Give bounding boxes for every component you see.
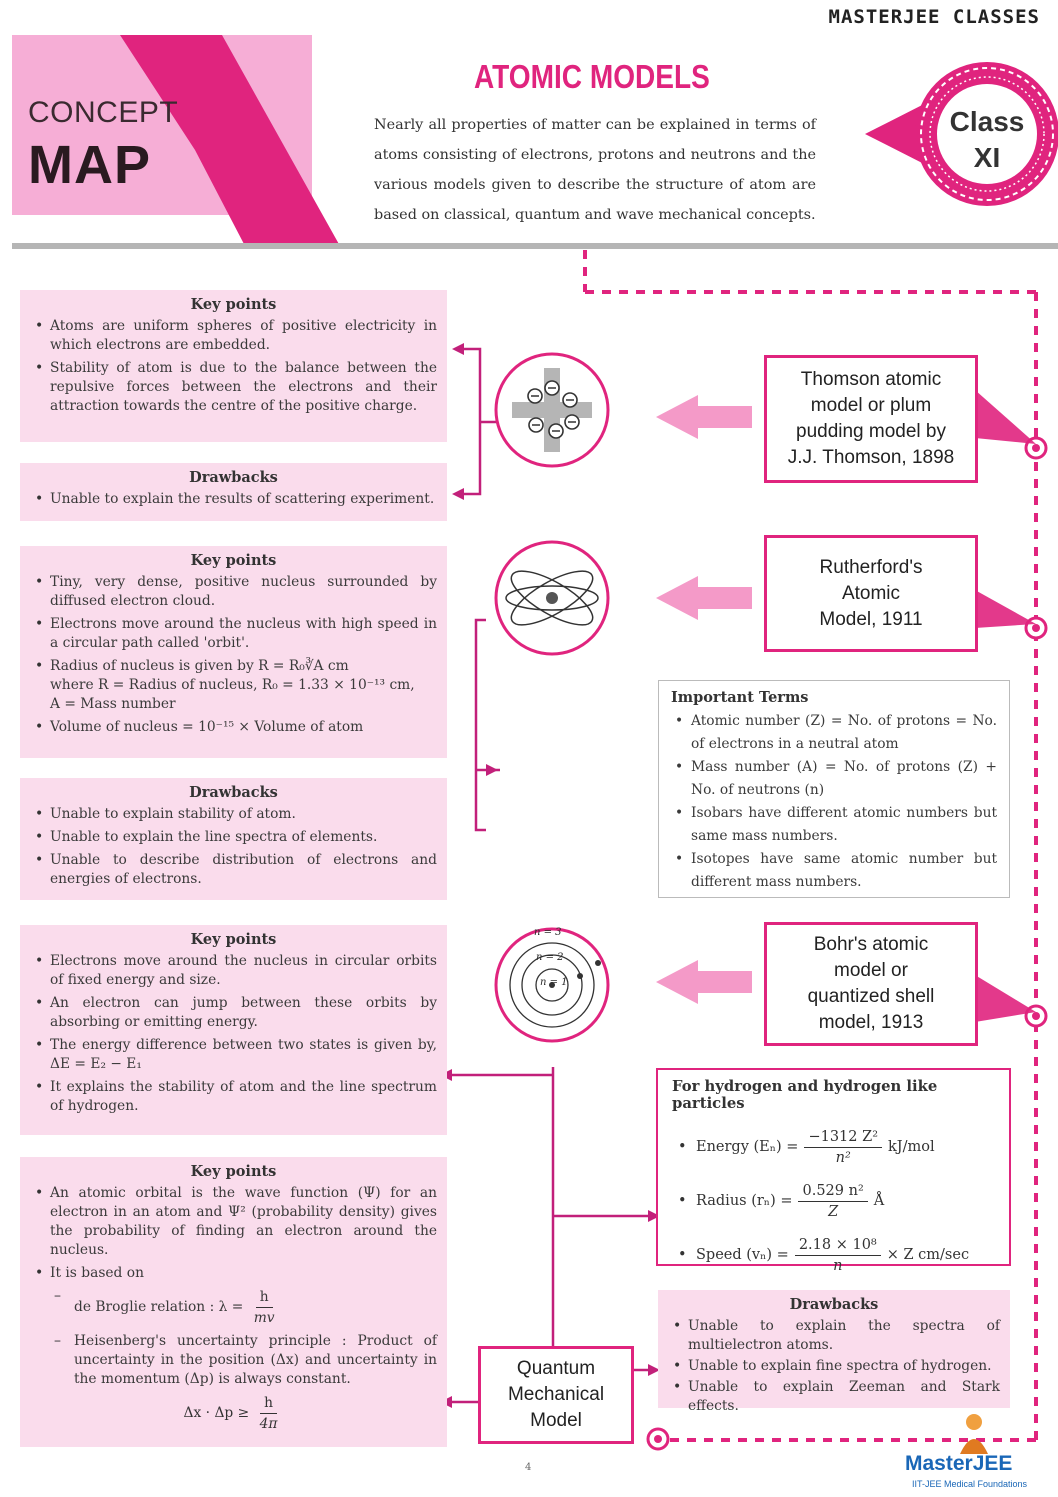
rutherford-atom-icon (494, 540, 610, 656)
rutherford-model-card: Rutherford's Atomic Model, 1911 (764, 535, 978, 652)
bohr-key-points: Key points Electrons move around the nuc… (20, 925, 447, 1135)
list-item: Unable to explain the results of scatter… (30, 490, 437, 509)
important-terms-heading: Important Terms (671, 689, 809, 706)
list-item: Atoms are uniform spheres of positive el… (30, 317, 437, 355)
list-item: Isotopes have same atomic number but dif… (671, 848, 997, 894)
list-item: de Broglie relation : λ = hmv (30, 1287, 437, 1328)
header-graphics (120, 35, 1058, 246)
footer-tagline: IIT-JEE Medical Foundations (912, 1479, 1028, 1489)
list-item: Unable to explain stability of atom. (30, 805, 437, 824)
list-item: An electron can jump between these orbit… (30, 994, 437, 1032)
class-badge-inner (937, 84, 1037, 184)
thomson-key-points: Key points Atoms are uniform spheres of … (20, 290, 447, 442)
connector-graphics (440, 250, 1048, 1451)
bracket-lines (447, 347, 655, 1405)
page-title: ATOMIC MODELS (474, 58, 710, 95)
list-item: Electrons move around the nucleus with h… (30, 615, 437, 653)
key-points-heading: Key points (190, 296, 277, 313)
key-points-heading: Key points (190, 931, 277, 948)
thomson-atom-icon (494, 352, 610, 468)
thomson-model-card: Thomson atomic model or plum pudding mod… (764, 355, 978, 483)
list-item: Mass number (A) = No. of protons (Z) + N… (671, 756, 997, 802)
list-item: Radius of nucleus is given by R = R₀∛A c… (30, 657, 437, 676)
list-item: The energy difference between two states… (30, 1036, 437, 1074)
list-item: Unable to explain Zeeman and Stark effec… (668, 1378, 1000, 1416)
list-item: It is based on (30, 1264, 437, 1283)
list-item: Unable to explain the line spectra of el… (30, 828, 437, 847)
map-label: MAP (28, 135, 151, 195)
radius-where: where R = Radius of nucleus, R₀ = 1.33 ×… (50, 677, 415, 693)
orbit-label-n1: n = 1 (540, 977, 568, 988)
bohr-atom-icon (494, 927, 610, 1043)
list-item: An atomic orbital is the wave function (… (30, 1184, 437, 1260)
hydrogen-heading: For hydrogen and hydrogen like particles (672, 1078, 938, 1112)
list-item: Heisenberg's uncertainty principle : Pro… (30, 1332, 437, 1389)
bohr-drawbacks: Drawbacks Unable to explain the spectra … (658, 1290, 1010, 1414)
rutherford-key-points: Key points Tiny, very dense, positive nu… (20, 546, 447, 758)
list-item: It explains the stability of atom and th… (30, 1078, 437, 1116)
orbit-label-n3: n = 3 (534, 927, 562, 938)
dashed-spine (583, 250, 1038, 1442)
page-number: 4 (525, 1462, 532, 1473)
bohr-model-card: Bohr's atomic model or quantized shell m… (764, 922, 978, 1046)
banner-stripe (120, 35, 340, 246)
list-item: Volume of nucleus = 10⁻¹⁵ × Volume of at… (30, 718, 437, 737)
pink-arrows (656, 395, 752, 1004)
quantum-model-card: Quantum Mechanical Model (478, 1346, 634, 1444)
drawbacks-heading: Drawbacks (789, 1296, 879, 1313)
hydrogen-formulas-box: For hydrogen and hydrogen like particles… (656, 1068, 1011, 1274)
list-item: Unable to describe distribution of elect… (30, 851, 437, 889)
list-item: Stability of atom is due to the balance … (30, 359, 437, 416)
brand-name: MASTERJEE CLASSES (828, 6, 1040, 28)
rutherford-drawbacks: Drawbacks Unable to explain stability of… (20, 778, 447, 900)
concept-label: CONCEPT (28, 96, 179, 129)
list-item: Electrons move around the nucleus in cir… (30, 952, 437, 990)
radius-mass: A = Mass number (50, 696, 176, 712)
quantum-key-points: Key points An atomic orbital is the wave… (20, 1157, 447, 1447)
list-item: Unable to explain the spectra of multiel… (668, 1317, 1000, 1355)
class-value: XI (973, 142, 1001, 173)
thomson-drawbacks: Drawbacks Unable to explain the results … (20, 463, 447, 521)
class-pointer (865, 100, 932, 168)
key-points-heading: Key points (190, 552, 277, 569)
key-points-heading: Key points (190, 1163, 277, 1180)
intro-text: Nearly all properties of matter can be e… (374, 117, 816, 223)
orbit-label-n2: n = 2 (536, 952, 564, 963)
callout-tails (975, 390, 1036, 1022)
mascot-logo-icon (960, 1414, 988, 1454)
list-item: Isobars have different atomic numbers bu… (671, 802, 997, 848)
footer-logo: MasterJEE (905, 1452, 1013, 1475)
list-item: Tiny, very dense, positive nucleus surro… (30, 573, 437, 611)
drawbacks-heading: Drawbacks (189, 784, 278, 801)
list-item: Atomic number (Z) = No. of protons = No.… (671, 710, 997, 756)
list-item: Unable to explain fine spectra of hydrog… (668, 1357, 1000, 1376)
important-terms-box: Important Terms Atomic number (Z) = No. … (658, 680, 1010, 898)
header-divider (12, 243, 1058, 249)
class-label: Class (949, 106, 1025, 137)
drawbacks-heading: Drawbacks (189, 469, 278, 486)
